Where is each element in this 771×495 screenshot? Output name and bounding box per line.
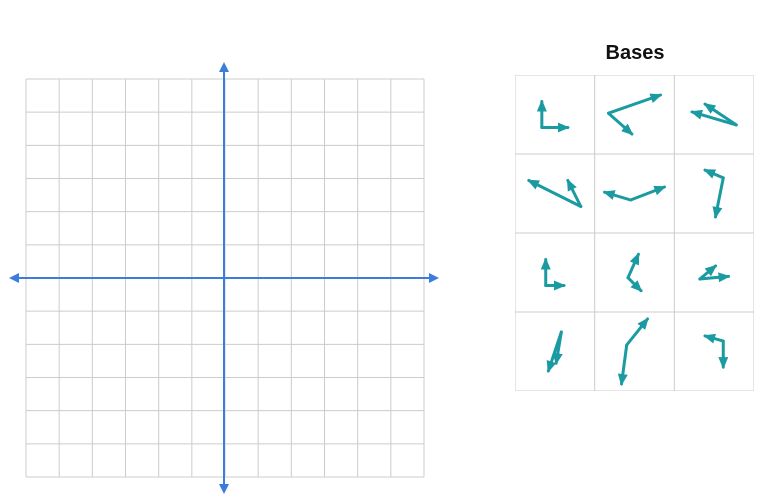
basis-vector-1 [602, 190, 633, 202]
basis-r2c3 [703, 168, 725, 219]
basis-vector-2 [552, 330, 563, 366]
basis-r1c3 [690, 102, 738, 127]
basis-vector-1 [607, 93, 663, 115]
basis-r3c2 [626, 252, 643, 293]
plane-axes [9, 62, 439, 494]
basis-vector-2 [712, 176, 725, 219]
basis-r3c1 [540, 257, 566, 291]
basis-vector-2 [629, 185, 667, 202]
basis-r1c2 [607, 93, 663, 136]
basis-vector-2 [703, 102, 738, 127]
basis-vector-2 [617, 343, 629, 386]
bases-vectors [527, 93, 738, 386]
bases-panel [515, 75, 754, 391]
basis-vector-1 [690, 109, 738, 127]
basis-r4c3 [703, 333, 729, 370]
basis-vector-1 [527, 179, 583, 208]
basis-vector-1 [698, 272, 731, 283]
basis-r4c2 [617, 317, 649, 386]
basis-r1c1 [536, 99, 570, 133]
basis-vector-1 [703, 333, 725, 344]
basis-vector-1 [625, 317, 649, 347]
basis-r4c1 [546, 330, 563, 373]
basis-vector-2 [607, 111, 634, 136]
basis-vector-2 [626, 276, 643, 293]
bases-title: Bases [605, 42, 665, 64]
basis-r2c2 [602, 185, 667, 202]
basis-r3c3 [698, 264, 731, 283]
basis-vector-2 [698, 264, 718, 281]
basis-vector-1 [703, 168, 725, 180]
basis-r2c1 [527, 178, 583, 208]
basis-vector-1 [626, 252, 640, 280]
bases-grid [515, 75, 754, 391]
basis-vector-2 [566, 178, 583, 208]
